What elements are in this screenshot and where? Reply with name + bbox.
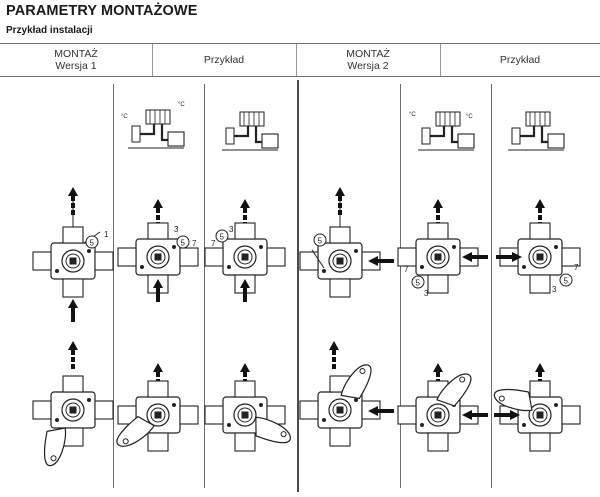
v1-example-a-bottom — [110, 363, 199, 452]
v1-bottom-diagram — [32, 341, 114, 469]
label-5: 5 — [564, 277, 569, 286]
label-5: 5 — [181, 239, 186, 248]
page-subtitle: Przykład instalacji — [6, 25, 93, 36]
v1-example-b-top: 7 5 3 — [204, 110, 286, 302]
v2-example-a-bottom — [397, 363, 488, 452]
header-montaz-v2-line1: MONTAŻ — [346, 48, 390, 60]
label-7: 7 — [574, 263, 579, 272]
label-5: 5 — [90, 239, 95, 248]
label-7: 7 — [211, 239, 216, 248]
label-7: 7 — [192, 239, 197, 248]
label-1: 1 — [104, 230, 109, 239]
page-title: PARAMETRY MONTAŻOWE — [6, 3, 198, 19]
header-przyklad-1-label: Przykład — [203, 54, 245, 66]
column-divider — [491, 84, 492, 488]
temp-label: °C — [178, 102, 185, 108]
label-5: 5 — [220, 233, 225, 242]
header-montaz-v2: MONTAŻ Wersja 2 — [296, 44, 440, 76]
label-3: 3 — [174, 225, 179, 234]
label-5: 5 — [416, 279, 421, 288]
header-montaz-v2-line2: Wersja 2 — [347, 60, 389, 72]
v2-example-b-bottom — [491, 363, 581, 452]
v2-bottom-diagram — [299, 341, 394, 447]
column-divider — [400, 84, 401, 488]
v1-top-diagram: 5 1 — [32, 187, 114, 322]
table-header: MONTAŻ Wersja 1 Przykład MONTAŻ Wersja 2… — [0, 43, 600, 77]
label-7: 7 — [404, 265, 409, 274]
header-montaz-v1-line1: MONTAŻ — [54, 48, 98, 60]
header-przyklad-2: Przykład — [440, 44, 600, 76]
header-divider — [152, 44, 153, 76]
temp-label: °C — [466, 114, 473, 120]
v1-example-b-bottom — [204, 363, 294, 455]
header-przyklad-1: Przykład — [152, 44, 296, 76]
header-montaz-v1: MONTAŻ Wersja 1 — [0, 44, 152, 76]
label-3: 3 — [552, 285, 557, 294]
column-divider — [297, 80, 299, 492]
temp-label: °C — [409, 112, 416, 118]
header-montaz-v1-line2: Wersja 1 — [55, 60, 97, 72]
label-3: 3 — [424, 289, 429, 298]
header-divider — [440, 44, 441, 76]
header-przyklad-2-label: Przykład — [499, 54, 541, 66]
label-3: 3 — [229, 225, 234, 234]
label-5: 5 — [318, 237, 323, 246]
v1-example-a-top: °C °C 3 5 7 — [117, 102, 199, 302]
v2-example-a-top: °C °C 5 7 3 — [397, 110, 488, 298]
v2-top-diagram: 5 — [299, 187, 394, 298]
temp-label: °C — [121, 114, 128, 120]
header-divider — [296, 44, 297, 76]
v2-example-b-top: 5 7 3 — [496, 110, 581, 294]
column-divider — [113, 84, 114, 488]
column-divider — [204, 84, 205, 488]
